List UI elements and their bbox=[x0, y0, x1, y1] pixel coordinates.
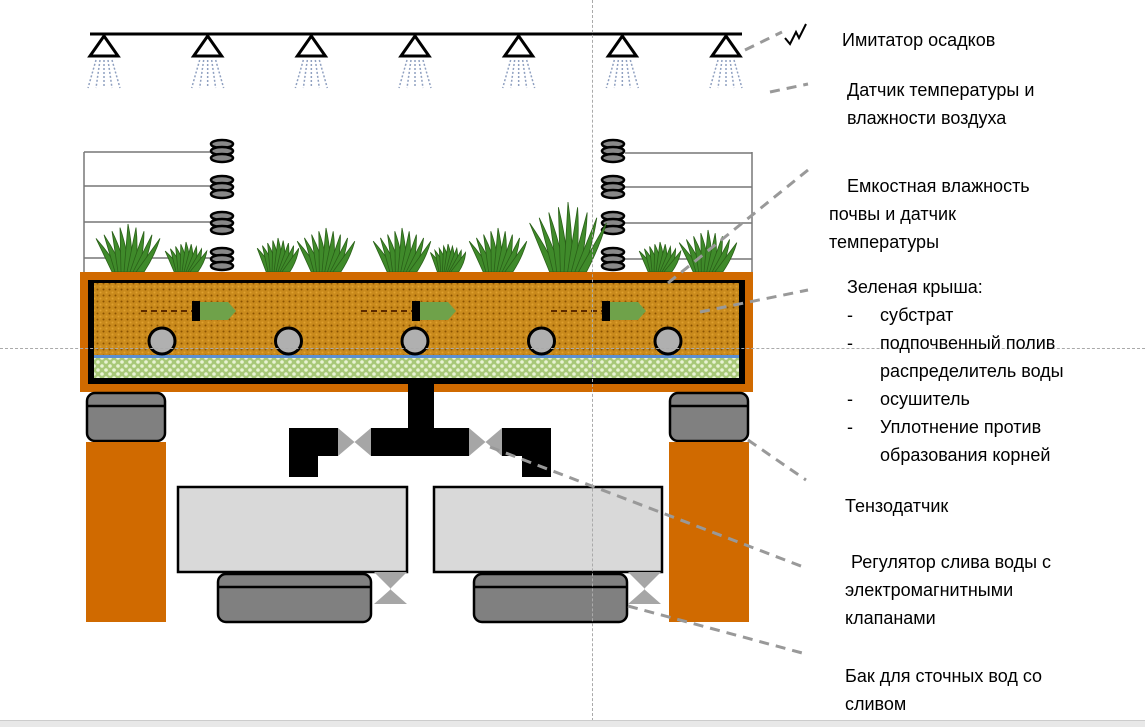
sprinkler-icon bbox=[709, 33, 743, 89]
leg-right bbox=[669, 442, 749, 622]
plant-icon bbox=[529, 201, 607, 273]
leader-regulator bbox=[489, 445, 807, 570]
valve-left bbox=[338, 428, 371, 456]
leader-soil bbox=[667, 168, 809, 285]
drain-pipe-icon bbox=[400, 326, 430, 356]
plant-icon bbox=[468, 227, 528, 273]
drain-regulator bbox=[289, 382, 551, 477]
label-text: Регулятор слива воды с bbox=[851, 552, 1052, 572]
filter-line bbox=[94, 355, 739, 358]
guide-horizontal bbox=[0, 348, 1145, 349]
label-wastewater-tank: Бак для сточных вод со сливом bbox=[845, 662, 1042, 718]
air-sensor-coil-icon bbox=[209, 210, 235, 236]
leader-air bbox=[769, 82, 809, 94]
drain-pipe-icon bbox=[527, 326, 556, 356]
air-sensor-coil-icon bbox=[209, 246, 235, 272]
label-text: сливом bbox=[845, 694, 907, 714]
label-text: почвы и датчик bbox=[829, 204, 956, 224]
tank-right bbox=[432, 485, 664, 574]
plant-icon bbox=[678, 229, 738, 273]
leader-lines bbox=[489, 30, 809, 656]
label-text: Тензодатчик bbox=[845, 496, 949, 516]
plant-icon bbox=[256, 237, 300, 273]
soil-sensor-icon bbox=[361, 301, 456, 321]
sprinkler-icon bbox=[398, 33, 432, 89]
tank-valve-right bbox=[628, 572, 661, 604]
soil-sensor-icon bbox=[141, 301, 236, 321]
tank-left bbox=[176, 485, 409, 574]
label-green-roof: Зеленая крыша: -субстрат -подпочвенный п… bbox=[847, 273, 1064, 469]
leader-rain bbox=[744, 30, 783, 52]
load-cell-left bbox=[85, 391, 167, 443]
left-support bbox=[85, 391, 167, 622]
drain-tee bbox=[371, 428, 469, 456]
subsurface-irrigation-pipes bbox=[147, 326, 683, 356]
wastewater-tanks bbox=[176, 485, 664, 624]
label-text: температуры bbox=[829, 232, 940, 252]
drain-pipe-icon bbox=[147, 326, 177, 356]
label-text: Датчик температуры и bbox=[847, 80, 1035, 100]
leader-loadcell bbox=[747, 438, 807, 482]
soil-sensor-icon bbox=[551, 301, 646, 321]
plant-icon bbox=[372, 227, 432, 273]
green-roof-item-cont: образования корней bbox=[880, 445, 1051, 465]
label-rain-simulator: Имитатор осадков bbox=[842, 26, 995, 54]
right-support bbox=[668, 391, 750, 622]
drainage-layer bbox=[94, 358, 739, 378]
sprinkler-icon bbox=[605, 33, 640, 89]
label-text: клапанами bbox=[845, 608, 936, 628]
green-roof-title: Зеленая крыша: bbox=[847, 277, 983, 297]
green-roof-item: -осушитель bbox=[847, 389, 970, 409]
sprinkler-icon bbox=[190, 33, 225, 89]
air-sensor-coil-icon bbox=[600, 174, 626, 200]
plant-icon bbox=[95, 223, 161, 273]
leader-tank bbox=[627, 604, 807, 656]
scale-left bbox=[216, 572, 373, 624]
valve-right bbox=[469, 428, 502, 456]
label-drain-regulator: Регулятор слива воды с электромагнитными… bbox=[845, 548, 1051, 632]
plant-icon bbox=[164, 241, 208, 273]
plant-icon bbox=[638, 241, 682, 273]
scale-right bbox=[472, 572, 629, 624]
air-sensor-coil-icon bbox=[209, 174, 235, 200]
guide-vertical bbox=[592, 0, 593, 726]
air-sensor-coil-icon bbox=[600, 138, 626, 164]
air-sensor-coil-icon bbox=[600, 210, 626, 236]
drain-pipe-icon bbox=[653, 326, 683, 356]
tank-valve-left bbox=[374, 572, 407, 604]
green-roof-item: -Уплотнение против bbox=[847, 417, 1042, 437]
air-sensor-coil-icon bbox=[600, 246, 626, 272]
soil-sensors bbox=[141, 301, 646, 321]
label-air-sensor: Датчик температуры и влажности воздуха bbox=[847, 76, 1034, 132]
bottom-scrollbar[interactable] bbox=[0, 720, 1145, 727]
label-load-cell: Тензодатчик bbox=[845, 492, 948, 520]
label-text: Бак для сточных вод со bbox=[845, 666, 1043, 686]
sprinkler-icon bbox=[87, 33, 121, 89]
label-text: Емкостная влажность bbox=[847, 176, 1030, 196]
label-text: Имитатор осадков bbox=[842, 30, 996, 50]
plant-icon bbox=[430, 243, 467, 273]
green-roof-item-cont: распределитель воды bbox=[880, 361, 1064, 381]
label-text: влажности воздуха bbox=[847, 108, 1007, 128]
plant-icon bbox=[296, 227, 356, 273]
rain-check-icon bbox=[784, 23, 807, 46]
leg-left bbox=[86, 442, 166, 622]
air-sensor-coil-icon bbox=[209, 138, 235, 164]
plants bbox=[95, 201, 738, 273]
elbow-left bbox=[289, 428, 338, 477]
load-cell-right bbox=[668, 391, 750, 443]
drain-pipe-icon bbox=[274, 326, 303, 356]
sprinkler-icon bbox=[294, 33, 329, 89]
green-roof-item: -субстрат bbox=[847, 305, 954, 325]
drain-pipe-vertical bbox=[408, 382, 434, 430]
label-soil-sensor: Емкостная влажность почвы и датчик темпе… bbox=[829, 172, 1030, 256]
rain-simulator bbox=[87, 32, 743, 89]
air-sensor-frames bbox=[83, 138, 753, 275]
elbow-right bbox=[502, 428, 551, 477]
green-roof-item: -подпочвенный полив bbox=[847, 333, 1056, 353]
leader-roof bbox=[699, 288, 809, 314]
sprinkler-icon bbox=[501, 33, 536, 89]
label-text: электромагнитными bbox=[845, 580, 1014, 600]
